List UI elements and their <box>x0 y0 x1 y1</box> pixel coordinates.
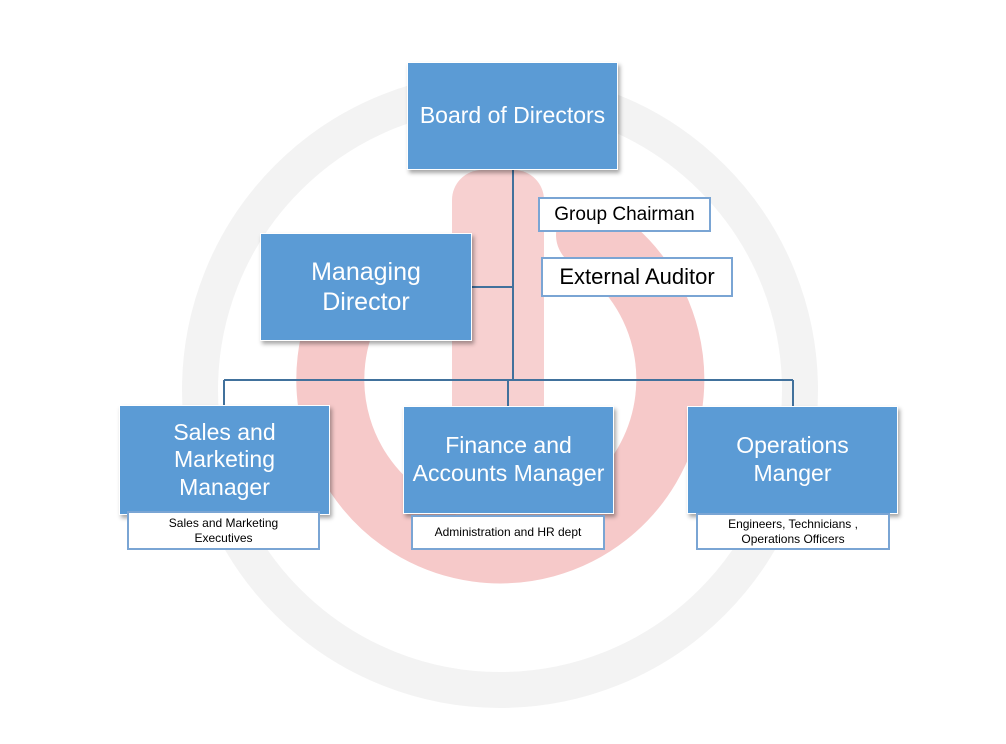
administration-hr-note: Administration and HR dept <box>411 515 605 550</box>
external-auditor-label: External Auditor <box>559 264 715 290</box>
operations-staff-label: Engineers, Technicians , Operations Offi… <box>728 516 858 546</box>
operations-manager-label: Operations Manger <box>736 432 849 486</box>
operations-manager-box: Operations Manger <box>687 406 898 514</box>
sales-marketing-manager-box: Sales and Marketing Manager <box>119 405 330 515</box>
board-of-directors-label: Board of Directors <box>419 102 606 129</box>
managing-director-box: Managing Director <box>260 233 472 341</box>
operations-staff-note: Engineers, Technicians , Operations Offi… <box>696 513 890 550</box>
sales-marketing-manager-label: Sales and Marketing Manager <box>173 418 276 500</box>
managing-director-label: Managing Director <box>311 258 421 316</box>
external-auditor-note: External Auditor <box>541 257 733 297</box>
finance-accounts-manager-box: Finance and Accounts Manager <box>403 406 614 514</box>
sales-marketing-executives-note: Sales and Marketing Executives <box>127 511 320 550</box>
board-of-directors-box: Board of Directors <box>407 62 618 170</box>
administration-hr-label: Administration and HR dept <box>434 525 582 539</box>
group-chairman-label: Group Chairman <box>554 203 695 225</box>
group-chairman-note: Group Chairman <box>538 197 711 232</box>
finance-accounts-manager-label: Finance and Accounts Manager <box>412 432 605 486</box>
sales-marketing-executives-label: Sales and Marketing Executives <box>168 515 279 545</box>
